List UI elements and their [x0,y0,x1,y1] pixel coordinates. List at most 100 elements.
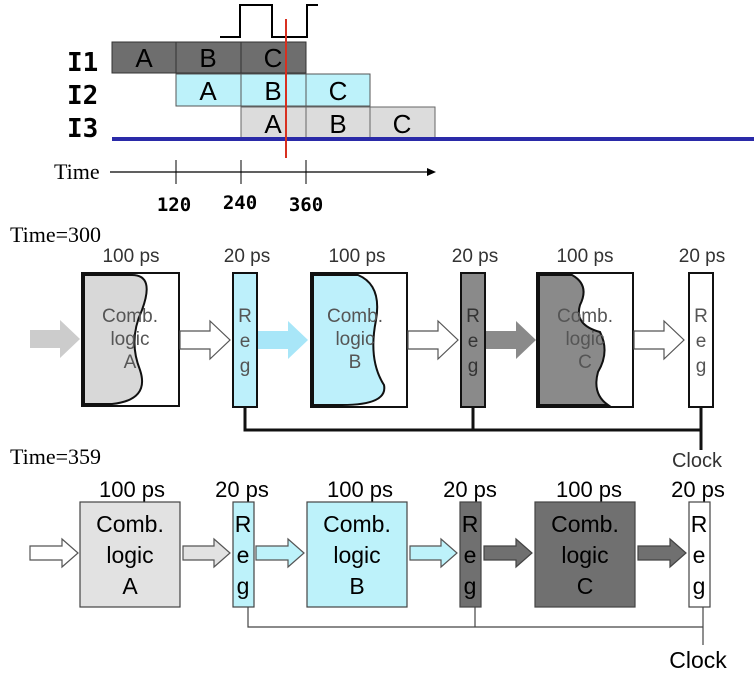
reg-letter: R [466,306,480,327]
snapshot-title: Time=359 [10,444,101,469]
block-label: Comb. [96,511,164,537]
stage-arrow [179,319,231,361]
clock-wire [247,607,703,628]
comb-logic-a-block: Comb. logic A [79,501,181,608]
timing-row-i3: I3 A B C [67,106,436,144]
reg-delay-label: 20 ps [671,477,725,502]
timing-cell [175,41,242,74]
clock-label: Clock [669,647,727,673]
block-label: logic [106,542,153,568]
reg-letter: g [237,573,250,599]
cell-label: C [329,76,348,106]
comb-delay-label: 100 ps [556,246,613,267]
reg-delay-label: 20 ps [452,246,498,267]
block-label: Comb. [551,511,619,537]
reg-letter: g [693,573,706,599]
clock-wire [243,407,701,432]
snapshot-title: Time=300 [10,222,101,247]
cell-label: B [264,76,281,106]
timing-cell [240,41,307,74]
reg-delay-label: 20 ps [443,477,497,502]
tick-label: 120 [157,194,191,216]
reg-letter: g [464,573,477,599]
reg-delay-label: 20 ps [679,246,725,267]
comb-logic-b-block: Comb. logic B [310,272,408,408]
timing-row-i1: I1 A B C [67,41,307,78]
register-1: R e g [232,501,255,608]
reg-letter: e [696,331,707,352]
stage-arrow [486,321,536,359]
stage-arrow [637,537,687,569]
input-arrow [30,320,80,358]
block-label: Comb. [102,306,158,327]
timing-row-i2: I2 A B C [67,73,371,111]
reg-letter: e [693,542,706,568]
reg-letter: g [240,356,251,377]
block-label: logic [335,329,374,350]
reg-letter: g [468,356,479,377]
block-label: Comb. [323,511,391,537]
row-label: I3 [67,114,98,144]
tick-label: 360 [289,194,323,216]
register-3: R e g [688,501,711,608]
stage-arrow [483,537,533,569]
comb-logic-a-block: Comb. logic A [81,272,180,407]
register-2: R e g [459,501,482,608]
clock-waveform [220,4,318,38]
block-label: Comb. [327,306,383,327]
stage-arrow [407,319,459,361]
tick-label: 240 [223,192,257,214]
block-label: logic [561,542,608,568]
comb-logic-c-block: Comb. logic C [534,501,636,608]
time-axis-label: Time [54,159,100,184]
cell-label: B [199,43,216,73]
reg-letter: R [235,511,252,537]
timing-diagram: I1 A B C I2 A B C I3 A B C [54,4,754,216]
reg-letter: e [464,542,477,568]
stage-arrow [258,321,308,359]
cell-label: C [393,109,412,139]
block-label: A [122,573,138,599]
comb-delay-label: 100 ps [327,477,393,502]
reg-letter: R [691,511,708,537]
reg-letter: e [240,331,251,352]
input-arrow [29,537,79,569]
time-axis-arrowhead [427,168,436,176]
register-2: R e g [460,272,486,408]
stage-arrow [633,319,685,361]
cell-label: C [264,43,283,73]
row-label: I2 [67,81,98,111]
reg-letter: R [238,306,252,327]
timing-cell [240,73,307,107]
stage-arrow [409,537,458,569]
cell-label: A [264,109,282,139]
reg-letter: e [237,542,250,568]
snapshot-time-300: Time=300 100 ps 20 ps 100 ps 20 ps 100 p… [10,222,725,472]
comb-delay-label: 100 ps [102,246,159,267]
block-label: C [578,352,592,373]
clock-label: Clock [672,450,723,472]
snapshot-time-359: Time=359 100 ps 20 ps 100 ps 20 ps 100 p… [10,444,727,673]
register-3: R e g [688,272,714,408]
reg-letter: e [468,331,479,352]
block-label: Comb. [557,306,613,327]
timing-cell [305,106,371,140]
block-label: A [124,352,137,373]
register-1: R e g [232,272,258,408]
timing-cell [111,41,177,74]
cell-label: A [135,43,153,73]
comb-delay-label: 100 ps [556,477,622,502]
comb-delay-label: 100 ps [99,477,165,502]
comb-logic-b-block: Comb. logic B [306,501,408,608]
timing-cell [305,73,371,107]
comb-delay-label: 100 ps [328,246,385,267]
block-label: B [349,573,364,599]
block-label: logic [110,329,149,350]
reg-delay-label: 20 ps [215,477,269,502]
block-label: C [577,573,594,599]
block-label: logic [333,542,380,568]
cell-label: B [329,109,346,139]
cell-label: A [199,76,217,106]
stage-arrow [182,537,231,569]
